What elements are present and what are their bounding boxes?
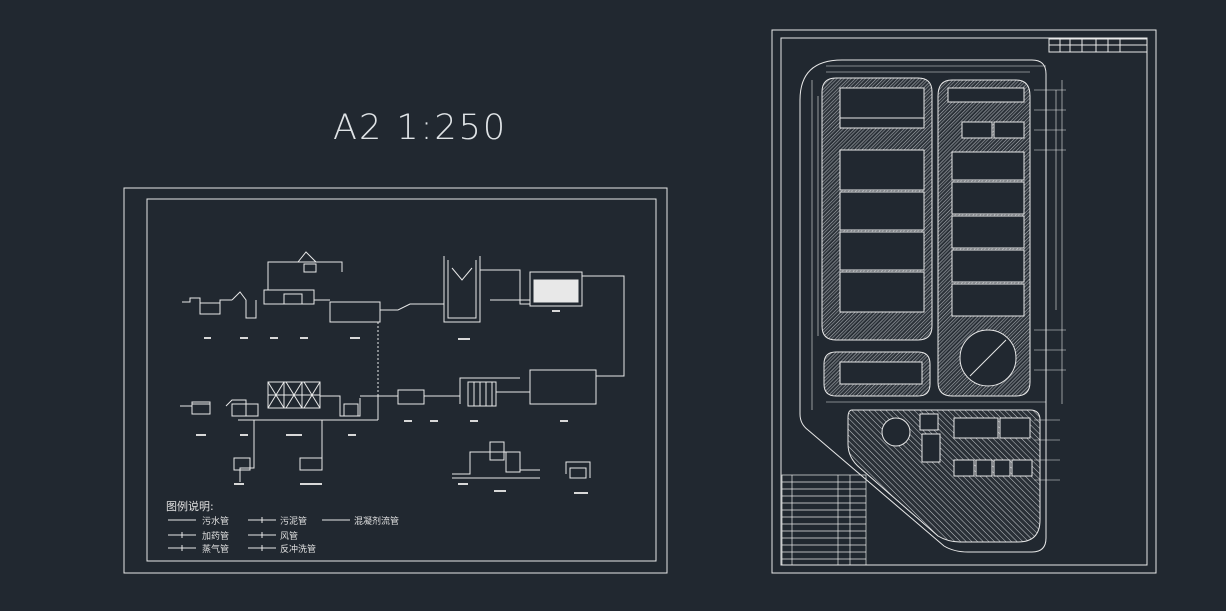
legend-item-steam-pipe: 蒸气管	[202, 545, 230, 555]
lower-links	[233, 419, 378, 482]
left-buildings	[839, 87, 925, 385]
detail-diagram	[452, 441, 591, 479]
site-plan-sheet	[771, 29, 1157, 574]
dimension-lines	[811, 65, 1066, 481]
sheet-outer-border	[123, 187, 668, 574]
schedule-table	[781, 474, 867, 566]
legend-title: 图例说明:	[166, 500, 214, 513]
legend-item-air-pipe: 风管	[280, 532, 299, 542]
plan-inner-border	[780, 37, 1148, 566]
legend-item-backwash-pipe: 反冲洗管	[280, 545, 317, 555]
bottom-row-tags	[196, 420, 588, 494]
lower-buildings	[881, 413, 1033, 477]
drawing-scale-title: A2 1:250	[333, 108, 508, 148]
plan-outer-border	[771, 29, 1157, 574]
legend-item-coagulant-pipe: 混凝剂流管	[354, 517, 400, 527]
process-line-bottom	[180, 369, 606, 420]
legend-item-dosing-pipe: 加药管	[202, 532, 230, 542]
legend-item-sludge-pipe: 污泥管	[280, 517, 308, 527]
top-row-tags	[204, 310, 560, 340]
legend-item-sewage-pipe: 污水管	[202, 517, 230, 527]
process-line-top	[182, 251, 625, 377]
title-block	[1048, 38, 1148, 53]
sheet-inner-border	[146, 198, 657, 562]
process-flow-sheet	[123, 187, 668, 574]
mid-buildings	[947, 87, 1025, 387]
legend-samples	[168, 517, 350, 551]
site-boundary	[799, 59, 1047, 553]
